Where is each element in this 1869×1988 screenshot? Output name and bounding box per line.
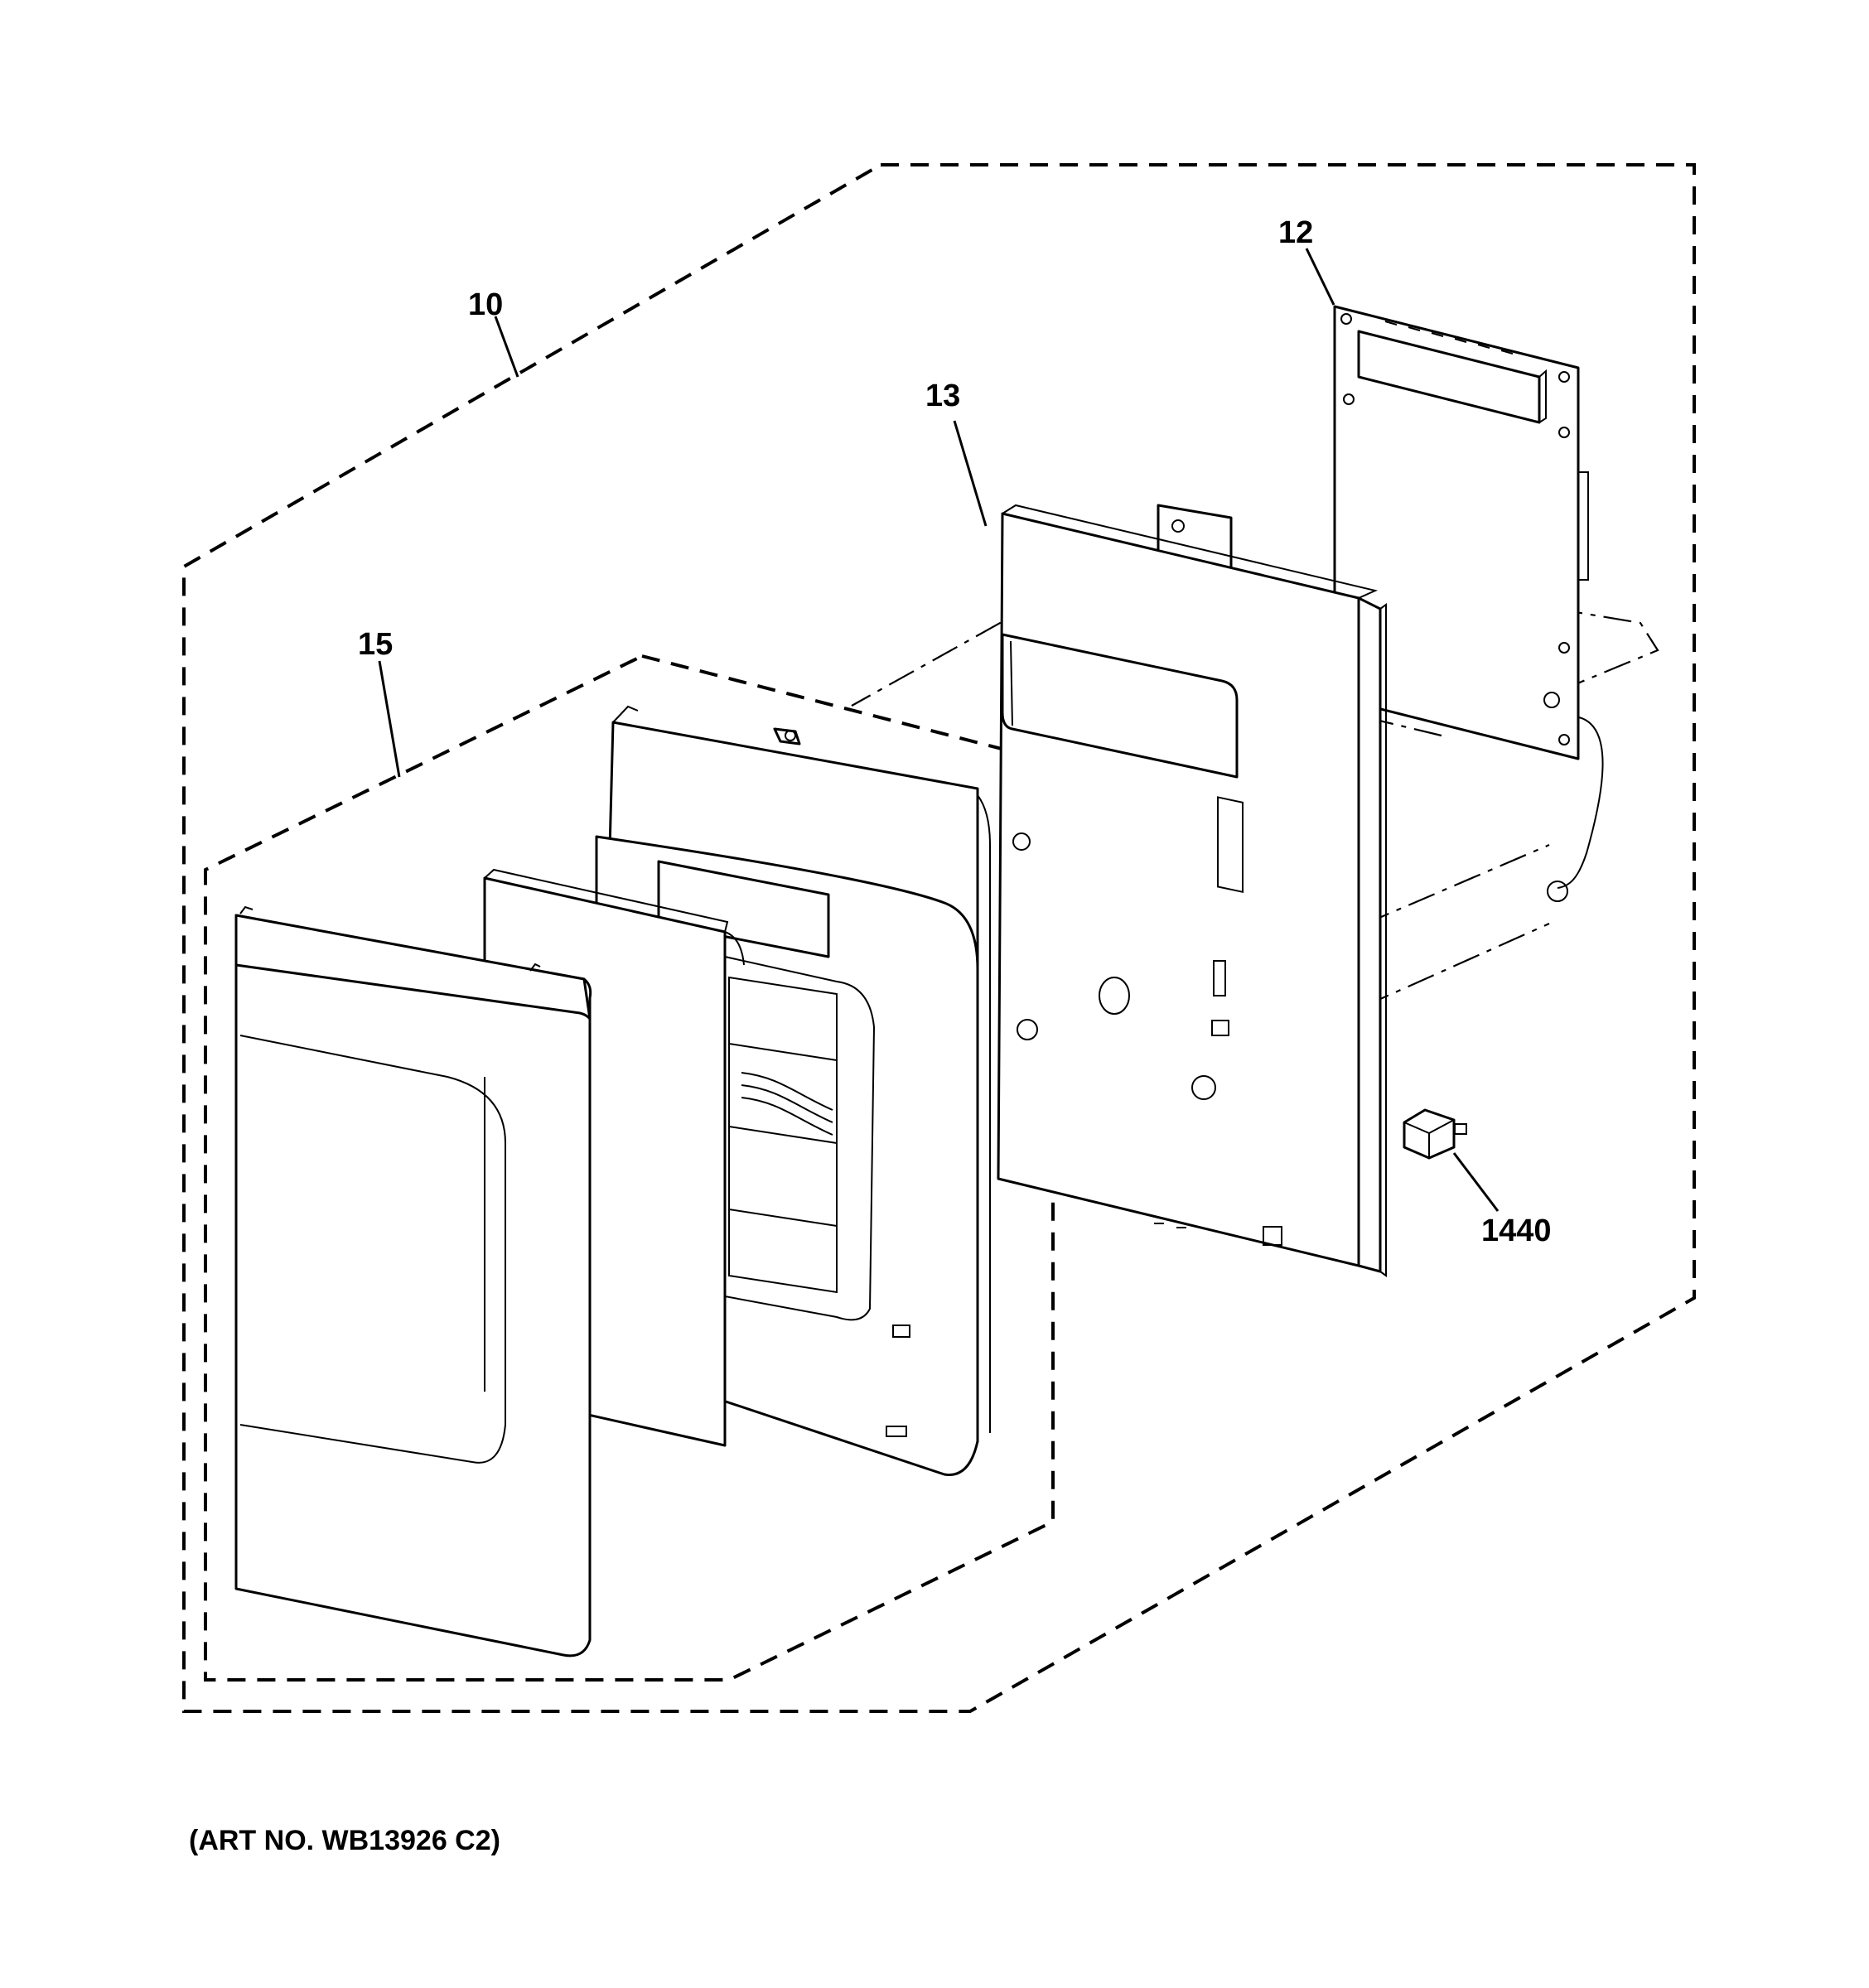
callout-12: 12 — [1278, 215, 1313, 250]
callout-10: 10 — [468, 287, 503, 322]
part-1440-connector — [1403, 1108, 1467, 1160]
callout-15: 15 — [358, 627, 393, 662]
front-trim-panel — [234, 905, 592, 1657]
callout-13: 13 — [925, 379, 960, 413]
leader-lines — [378, 248, 1500, 1212]
callout-1440: 1440 — [1481, 1214, 1552, 1248]
part-13-frame — [997, 504, 1387, 1277]
part-12-control-board — [1333, 305, 1604, 902]
assembly-10-boundary — [182, 163, 1696, 1713]
art-number-label: (ART NO. WB13926 C2) — [189, 1825, 500, 1856]
